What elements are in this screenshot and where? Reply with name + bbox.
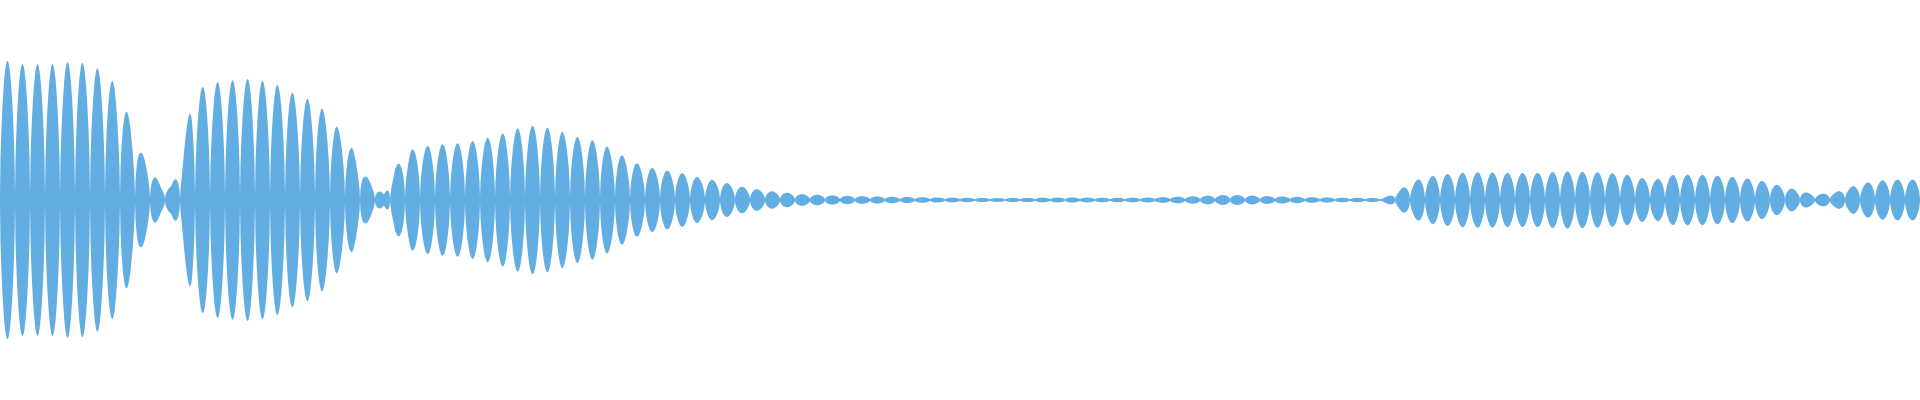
waveform-shape [0,60,1920,340]
